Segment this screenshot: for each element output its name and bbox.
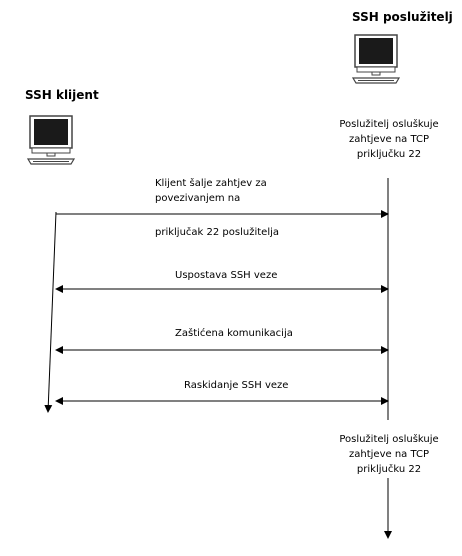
server-note-top: Poslužitelj osluškuje zahtjeve na TCP pr… (330, 117, 448, 162)
server-note-top-line-3: priključku 22 (356, 149, 422, 160)
terminate-label: Raskidanje SSH veze (184, 380, 289, 391)
request-message-line-1: Klijent šalje zahtjev za (155, 178, 267, 189)
server-note-bottom-line-3: priključku 22 (356, 464, 422, 475)
server-title: SSH poslužitelj (352, 10, 453, 24)
server-note-bottom: Poslužitelj osluškuje zahtjeve na TCP pr… (330, 432, 448, 477)
server-note-top-line-1: Poslužitelj osluškuje (339, 119, 439, 130)
server-note-bottom-line-2: zahtjeve na TCP (349, 449, 429, 460)
server-computer-icon (351, 33, 402, 87)
secure-label: Zaštićena komunikacija (175, 328, 293, 339)
request-message-line-2: povezivanjem na (155, 193, 241, 204)
request-message-line-3: priključak 22 poslužitelja (155, 227, 279, 238)
server-note-bottom-line-1: Poslužitelj osluškuje (339, 434, 439, 445)
request-message: Klijent šalje zahtjev za povezivanjem na (155, 176, 267, 206)
client-title: SSH klijent (25, 88, 99, 102)
establish-label: Uspostava SSH veze (175, 270, 278, 281)
client-computer-icon (26, 114, 77, 168)
client-lifeline (44, 211, 57, 413)
server-note-top-line-2: zahtjeve na TCP (349, 134, 429, 145)
